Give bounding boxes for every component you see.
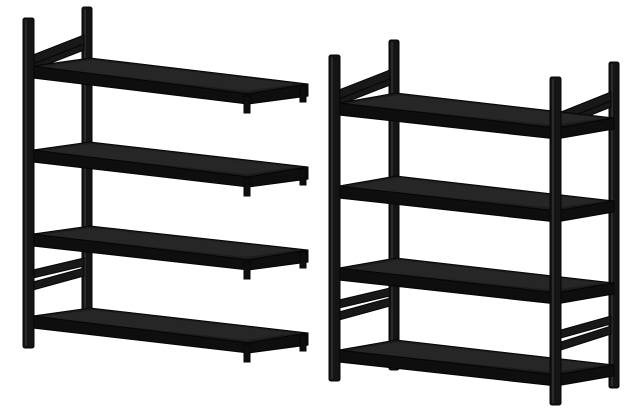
back-left-upright	[388, 39, 400, 371]
shelf-2	[338, 175, 615, 223]
right-bottom-brace	[560, 315, 612, 351]
shelving-unit-add-on	[22, 6, 309, 363]
left-bottom-brace	[338, 287, 391, 321]
shelving-unit-starter	[328, 39, 620, 406]
front-upright	[22, 17, 35, 349]
shelf-2	[32, 141, 309, 197]
front-right-upright	[549, 76, 562, 406]
shelf-4	[338, 339, 615, 387]
back-right-upright	[608, 61, 620, 389]
bottom-side-brace	[32, 257, 85, 291]
shelf-3	[32, 225, 309, 280]
shelf-1	[32, 57, 309, 114]
front-left-upright	[328, 54, 341, 382]
shelf-3	[338, 257, 615, 305]
shelf-1	[338, 92, 615, 140]
shelf-4	[32, 307, 309, 363]
